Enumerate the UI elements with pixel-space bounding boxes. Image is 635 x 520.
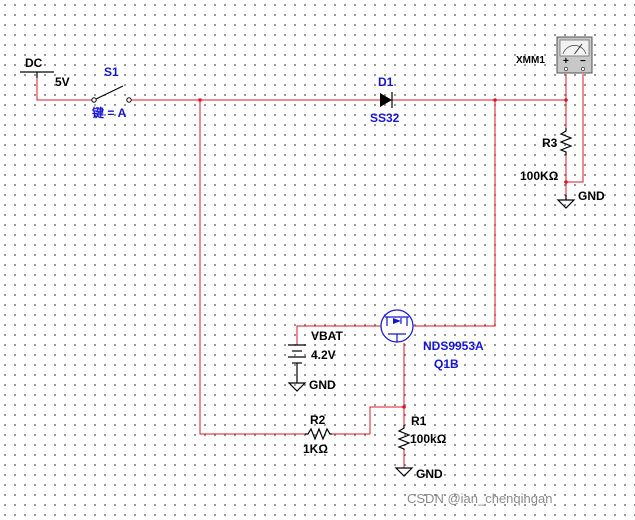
resistor-r3[interactable]: R3 100KΩ (520, 128, 573, 183)
wire-mosfet-to-vbat (296, 325, 381, 345)
battery-value: 4.2V (311, 348, 336, 362)
diode-triangle (380, 93, 392, 107)
multimeter-xmm1[interactable]: + − XMM1 (516, 36, 593, 74)
resistor-r1[interactable]: R1 100kΩ (397, 414, 447, 450)
switch-key: 键 = A (91, 105, 127, 120)
gnd-icon (556, 199, 576, 209)
mosfet-arrow-icon (393, 318, 401, 324)
gnd-symbol-r3: GND (556, 189, 605, 209)
resistor-r2-zigzag (305, 427, 332, 441)
wire-node-to-mosfet (412, 100, 496, 327)
gnd-label: GND (416, 467, 443, 481)
battery-vbat[interactable]: VBAT 4.2V (288, 329, 343, 383)
junction-dot (564, 180, 568, 184)
wire-r2-to-gate (332, 406, 404, 435)
diode-name: D1 (378, 75, 394, 89)
switch-blade (95, 85, 124, 100)
wires (36, 74, 584, 468)
diode-part: SS32 (370, 111, 400, 125)
resistor-r3-name: R3 (542, 136, 558, 150)
meter-minus-terminal (581, 67, 585, 71)
mosfet-name: Q1B (434, 357, 459, 371)
junction-dot (402, 405, 406, 409)
wire-node-to-r2 (199, 100, 305, 435)
resistor-r1-zigzag (397, 425, 411, 450)
resistor-r3-zigzag (559, 128, 573, 155)
junction-dot (198, 98, 202, 102)
wire-meter-minus-to-gnd (566, 74, 584, 183)
meter-plus-label: + (563, 56, 569, 67)
resistor-r2[interactable]: R2 1KΩ (303, 413, 332, 456)
gnd-label: GND (309, 378, 336, 392)
gnd-symbol-r1: GND (394, 467, 443, 481)
dc-source-name: DC (25, 56, 43, 70)
dc-source[interactable]: DC 5V (20, 56, 70, 89)
dc-source-value: 5V (55, 75, 70, 89)
battery-name: VBAT (311, 329, 343, 343)
meter-needle (574, 43, 583, 55)
resistor-r2-value: 1KΩ (303, 442, 328, 456)
switch-terminal-left (91, 97, 97, 103)
resistor-r1-value: 100kΩ (410, 432, 447, 446)
meter-plus-terminal (564, 67, 568, 71)
resistor-r3-value: 100KΩ (520, 169, 559, 183)
gnd-icon (287, 382, 307, 392)
diode-d1[interactable]: D1 SS32 (370, 75, 400, 125)
gnd-symbol-vbat: GND (287, 378, 336, 392)
gnd-icon (394, 467, 414, 477)
resistor-r1-name: R1 (411, 414, 427, 428)
junction-dot (493, 98, 497, 102)
switch-name: S1 (104, 65, 119, 79)
mosfet-q1b[interactable]: NDS9953A Q1B (380, 309, 484, 371)
watermark-text: CSDN @ian_chenqingan (407, 491, 552, 506)
switch-terminal-right (126, 97, 132, 103)
junctions (198, 98, 568, 409)
switch-s1[interactable]: S1 键 = A (91, 65, 132, 120)
junction-dot (564, 98, 568, 102)
resistor-r2-name: R2 (310, 413, 326, 427)
gnd-label: GND (578, 189, 605, 203)
meter-minus-label: − (580, 56, 586, 67)
meter-scale-arc (562, 45, 587, 55)
wire-dc-to-switch (36, 75, 94, 101)
meter-name: XMM1 (516, 55, 545, 66)
mosfet-part: NDS9953A (423, 339, 484, 353)
